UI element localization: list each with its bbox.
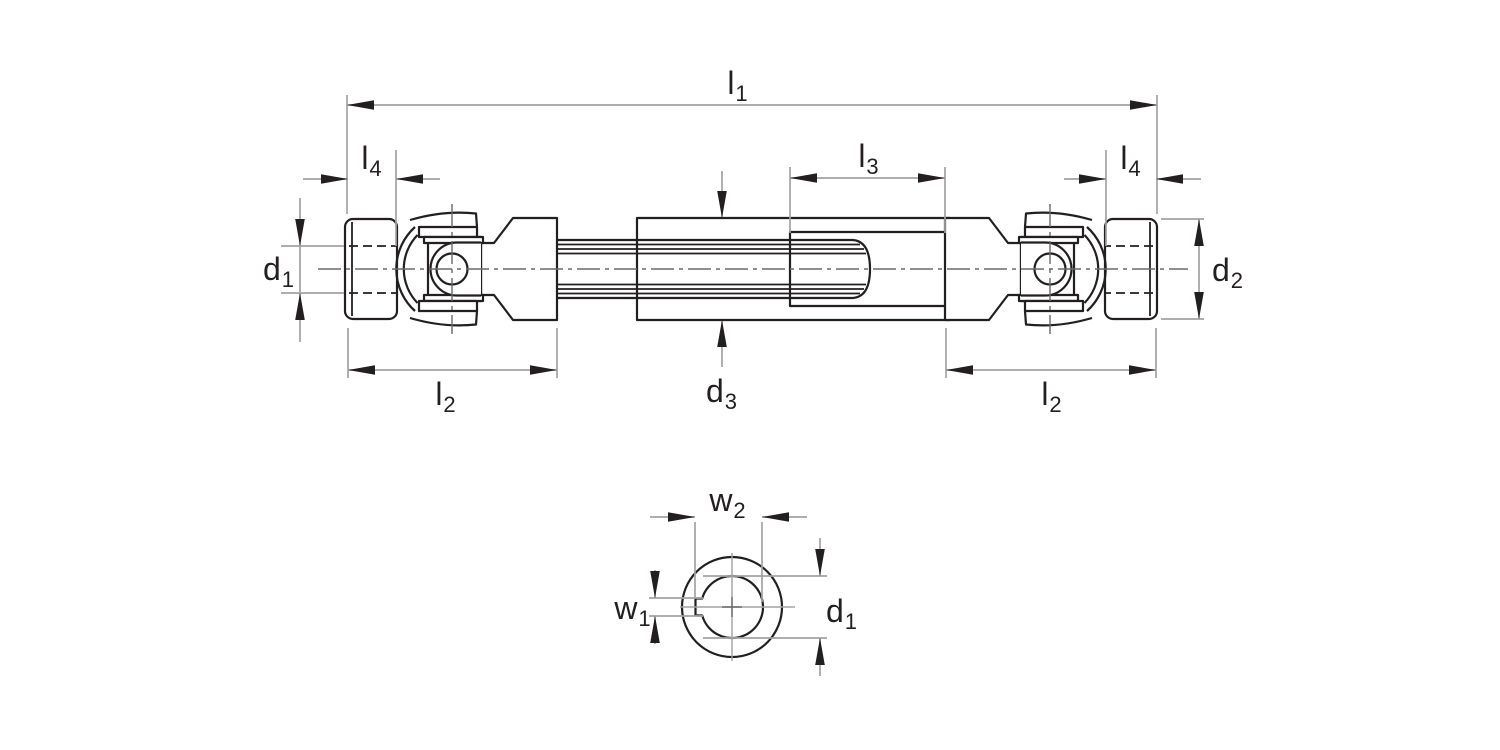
dim-label-l1: l1 (727, 65, 748, 106)
dimension-arrowheads (295, 100, 1204, 665)
dim-label-l4-right: l4 (1120, 140, 1141, 181)
dim-l1-lines (346, 95, 1158, 214)
dim-label-w2: w2 (709, 482, 746, 523)
dimension-lines (281, 95, 1204, 676)
section-center-cross (722, 597, 742, 617)
dim-label-d3: d3 (705, 373, 738, 414)
dim-label-l2-right: l2 (1041, 376, 1062, 417)
dim-l2-left-lines (347, 328, 558, 378)
dim-label-d2: d2 (1211, 252, 1244, 293)
dim-label-w1: w1 (614, 590, 651, 631)
dim-label-l3: l3 (858, 138, 879, 179)
splined-shaft (557, 238, 872, 300)
dim-l2-right-lines (945, 328, 1157, 378)
spline-outer-profile (557, 238, 872, 300)
dim-label-l2-left: l2 (435, 376, 456, 417)
dim-label-d1-section: d1 (825, 593, 858, 634)
dim-label-d1-main: d1 (262, 251, 295, 292)
spline-teeth-lines (557, 243, 866, 295)
centerlines (318, 268, 1188, 661)
dim-label-l4-left: l4 (361, 140, 382, 181)
